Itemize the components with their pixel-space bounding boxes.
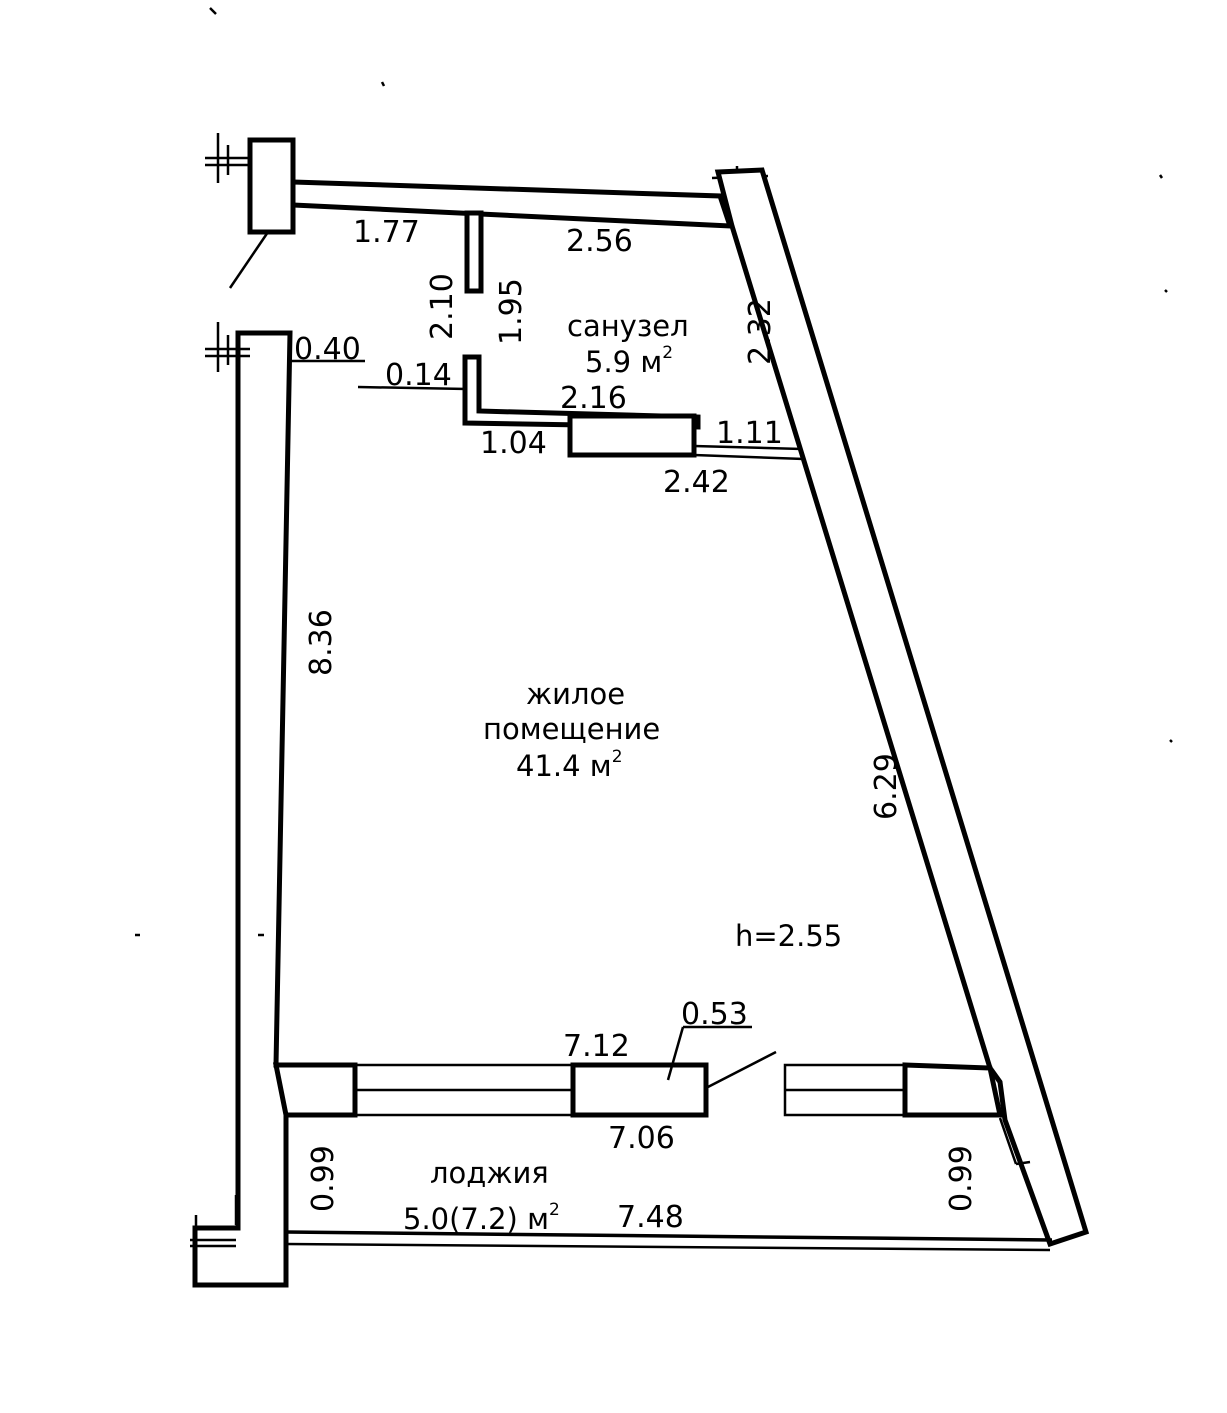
dim-7-12: 7.12: [563, 1029, 630, 1064]
dim-8-36: 8.36: [304, 609, 339, 676]
left-wall: [192, 330, 293, 1288]
bathroom-area-value: 5.9: [585, 345, 631, 379]
bathroom-door-block: [567, 413, 697, 458]
living-name-line1: жилое: [526, 677, 625, 711]
dim-7-06: 7.06: [608, 1121, 675, 1156]
dimension-leaders: [286, 359, 752, 1234]
bathroom-area: 5.9 м2: [585, 343, 673, 379]
dim-1-04: 1.04: [480, 426, 547, 461]
bathroom-wall-line-a: [693, 444, 803, 451]
bathroom-area-unit: м: [640, 345, 662, 379]
loggia-area-exp: 2: [549, 1200, 560, 1220]
dim-2-16: 2.16: [560, 381, 627, 416]
dim-0-14: 0.14: [385, 358, 452, 393]
dim-1-95: 1.95: [494, 278, 529, 345]
loggia-name: лоджия: [430, 1156, 549, 1190]
bathroom-wall-line-b: [693, 453, 805, 461]
dim-2-10: 2.10: [425, 273, 460, 340]
svg-text:5.9 м2: 5.9 м2: [585, 343, 673, 379]
loggia-area-unit: м: [527, 1202, 549, 1236]
right-wall-notch: [998, 1117, 1031, 1166]
dim-2-42: 2.42: [663, 465, 730, 500]
loggia-parapet: [285, 1230, 1053, 1252]
dim-0-99-left: 0.99: [306, 1145, 341, 1212]
loggia-area: 5.0(7.2) м2: [403, 1200, 560, 1236]
dim-7-48: 7.48: [617, 1200, 684, 1235]
living-area-value: 41.4: [516, 749, 581, 783]
dim-0-99-right: 0.99: [944, 1145, 979, 1212]
bottom-wall: [272, 1050, 1004, 1118]
dim-1-11: 1.11: [716, 416, 783, 451]
dim-2-32: 2.32: [743, 298, 778, 365]
dim-2-56: 2.56: [566, 224, 633, 259]
svg-text:5.0(7.2) м2: 5.0(7.2) м2: [403, 1200, 560, 1236]
top-left-column: [205, 133, 296, 289]
bathroom-partition-upper: [464, 210, 484, 294]
bathroom-name: санузел: [567, 309, 689, 343]
dim-6-29: 6.29: [869, 753, 904, 820]
svg-text:41.4 м2: 41.4 м2: [516, 747, 623, 783]
loggia-area-value: 5.0(7.2): [403, 1202, 518, 1236]
living-area-exp: 2: [612, 747, 623, 767]
dim-0-53: 0.53: [681, 997, 748, 1032]
bathroom-area-exp: 2: [662, 343, 673, 363]
living-name-line2: помещение: [483, 712, 660, 746]
living-area-unit: м: [590, 749, 612, 783]
dim-1-77: 1.77: [353, 215, 420, 250]
scan-marks: [135, 7, 1173, 937]
ceiling-height: h=2.55: [735, 919, 842, 953]
left-wall-breaks: [190, 322, 250, 1275]
living-area: 41.4 м2: [516, 747, 623, 783]
right-wall: [714, 167, 1090, 1248]
dim-0-40: 0.40: [294, 332, 361, 367]
